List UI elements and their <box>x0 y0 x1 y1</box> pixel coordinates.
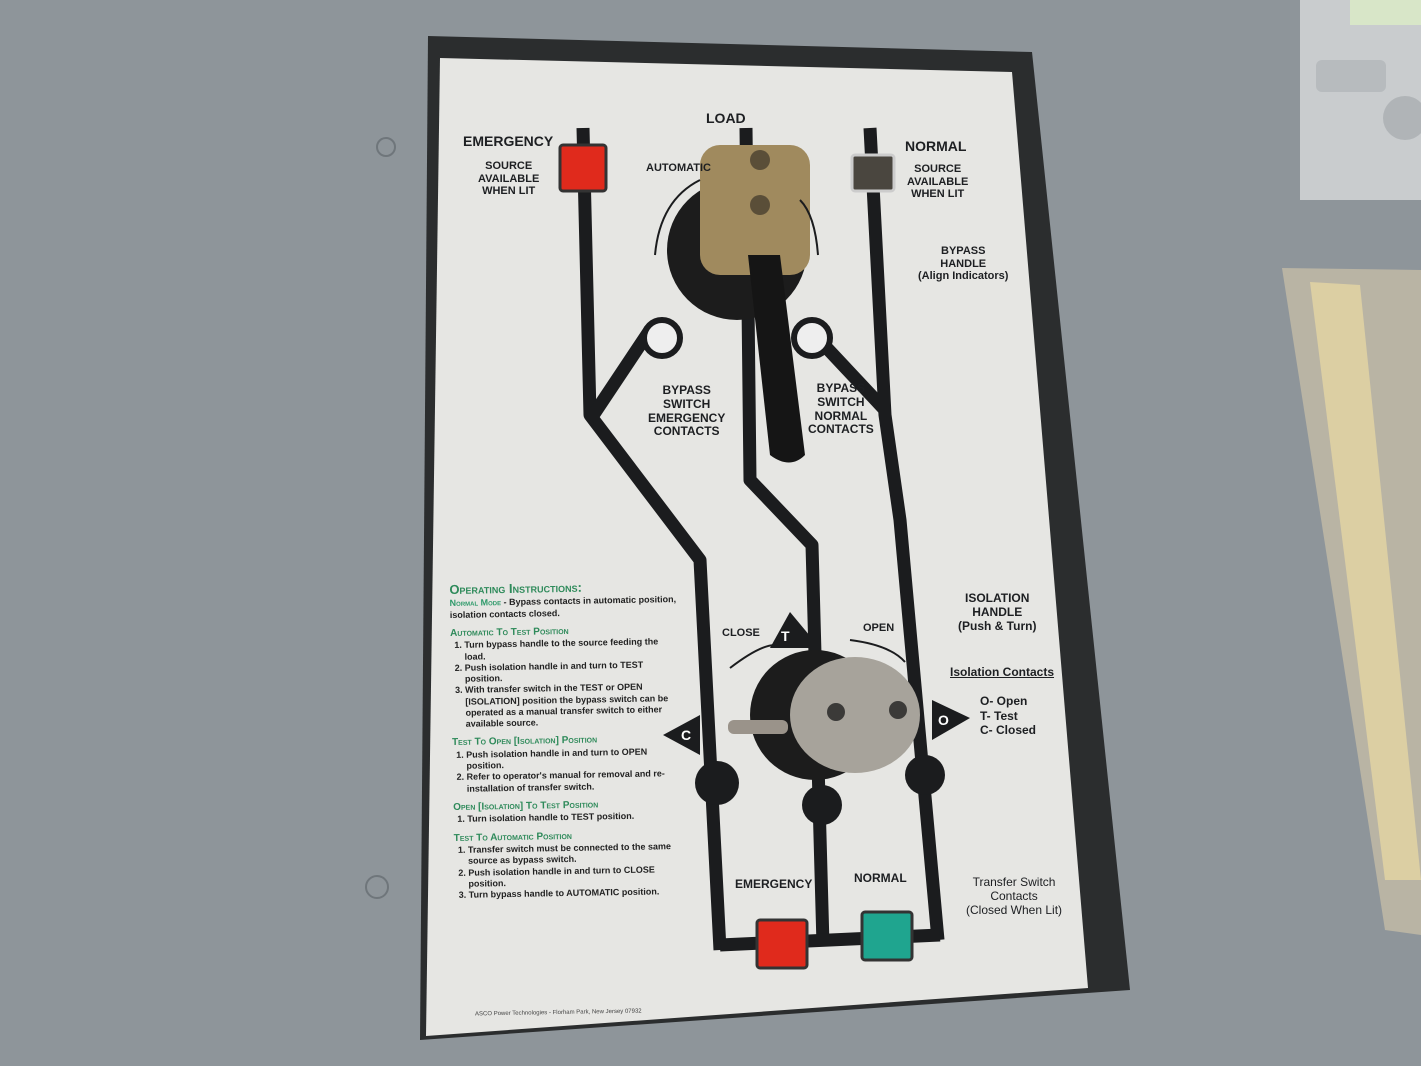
isolation-test-indicator <box>802 785 842 825</box>
isolation-open-indicator <box>905 755 945 795</box>
screw-icon <box>889 701 907 719</box>
bottom-normal-label: NORMAL <box>854 871 907 885</box>
load-label: LOAD <box>706 110 746 126</box>
instruction-step: Refer to operator's manual for removal a… <box>467 768 683 794</box>
test-marker <box>770 612 820 648</box>
arrow-cw-icon <box>799 199 819 256</box>
emergency-source-label: SOURCE AVAILABLE WHEN LIT <box>478 160 540 198</box>
automatic-label: AUTOMATIC <box>646 162 711 174</box>
isolation-legend-open: O- Open <box>980 694 1028 708</box>
bypass-emergency-label: BYPASS SWITCH EMERGENCY CONTACTS <box>648 383 726 439</box>
isolation-handle[interactable] <box>790 657 920 773</box>
transfer-contacts-label: Transfer Switch Contacts (Closed When Li… <box>966 875 1063 917</box>
screw-icon <box>750 150 770 170</box>
isolation-legend-closed: C- Closed <box>980 723 1037 737</box>
normal-source-label: SOURCE AVAILABLE WHEN LIT <box>907 163 969 201</box>
normal-label: NORMAL <box>905 138 967 154</box>
bottom-emergency-label: EMERGENCY <box>735 877 813 891</box>
arrow-ccw-icon <box>654 179 701 256</box>
isolation-contacts-label: Isolation Contacts <box>950 665 1055 679</box>
emergency-transfer-light <box>755 918 809 970</box>
normal-mode-label: Normal Mode <box>449 597 502 609</box>
emergency-label: EMERGENCY <box>463 133 554 149</box>
controller-screen <box>1350 0 1421 25</box>
close-label: CLOSE <box>722 627 760 639</box>
close-marker <box>663 715 700 755</box>
screw-icon <box>750 195 770 215</box>
normal-transfer-light <box>860 910 914 962</box>
screw-hole-icon <box>376 137 396 157</box>
bypass-handle-lever[interactable] <box>748 255 805 463</box>
open-marker-label: O <box>938 712 949 728</box>
controller-button[interactable] <box>1316 60 1386 92</box>
test-marker-label: T <box>781 628 790 644</box>
bypass-normal-indicator <box>791 317 833 359</box>
isolation-handle-label: ISOLATION HANDLE (Push & Turn) <box>958 591 1037 633</box>
controller-arrow-button[interactable] <box>1383 96 1421 140</box>
bypass-handle-label: BYPASS HANDLE (Align Indicators) <box>918 245 1009 283</box>
instruction-step: Turn isolation handle to TEST position. <box>467 810 683 825</box>
instruction-step: With transfer switch in the TEST or OPEN… <box>465 681 682 730</box>
bypass-emergency-indicator <box>641 317 683 359</box>
close-marker-label: C <box>681 727 692 743</box>
normal-line <box>863 127 945 941</box>
document-sheet <box>1310 282 1421 880</box>
emergency-line <box>576 127 727 951</box>
open-label: OPEN <box>863 622 895 634</box>
isolation-closed-indicator <box>695 761 739 805</box>
screw-icon <box>827 703 845 721</box>
operating-instructions: Operating Instructions: Normal Mode - By… <box>449 578 685 901</box>
emergency-bypass-branch <box>584 326 656 424</box>
normal-source-light <box>850 153 896 193</box>
screw-hole-icon <box>365 875 389 899</box>
arrow-close-icon <box>729 644 776 669</box>
open-marker <box>932 700 970 740</box>
bypass-normal-label: BYPASS SWITCH NORMAL CONTACTS <box>808 381 874 437</box>
isolation-legend-test: T- Test <box>980 709 1018 723</box>
isolation-handle-pin <box>728 720 788 734</box>
arrow-open-icon <box>849 639 906 663</box>
emergency-source-light <box>558 143 608 193</box>
